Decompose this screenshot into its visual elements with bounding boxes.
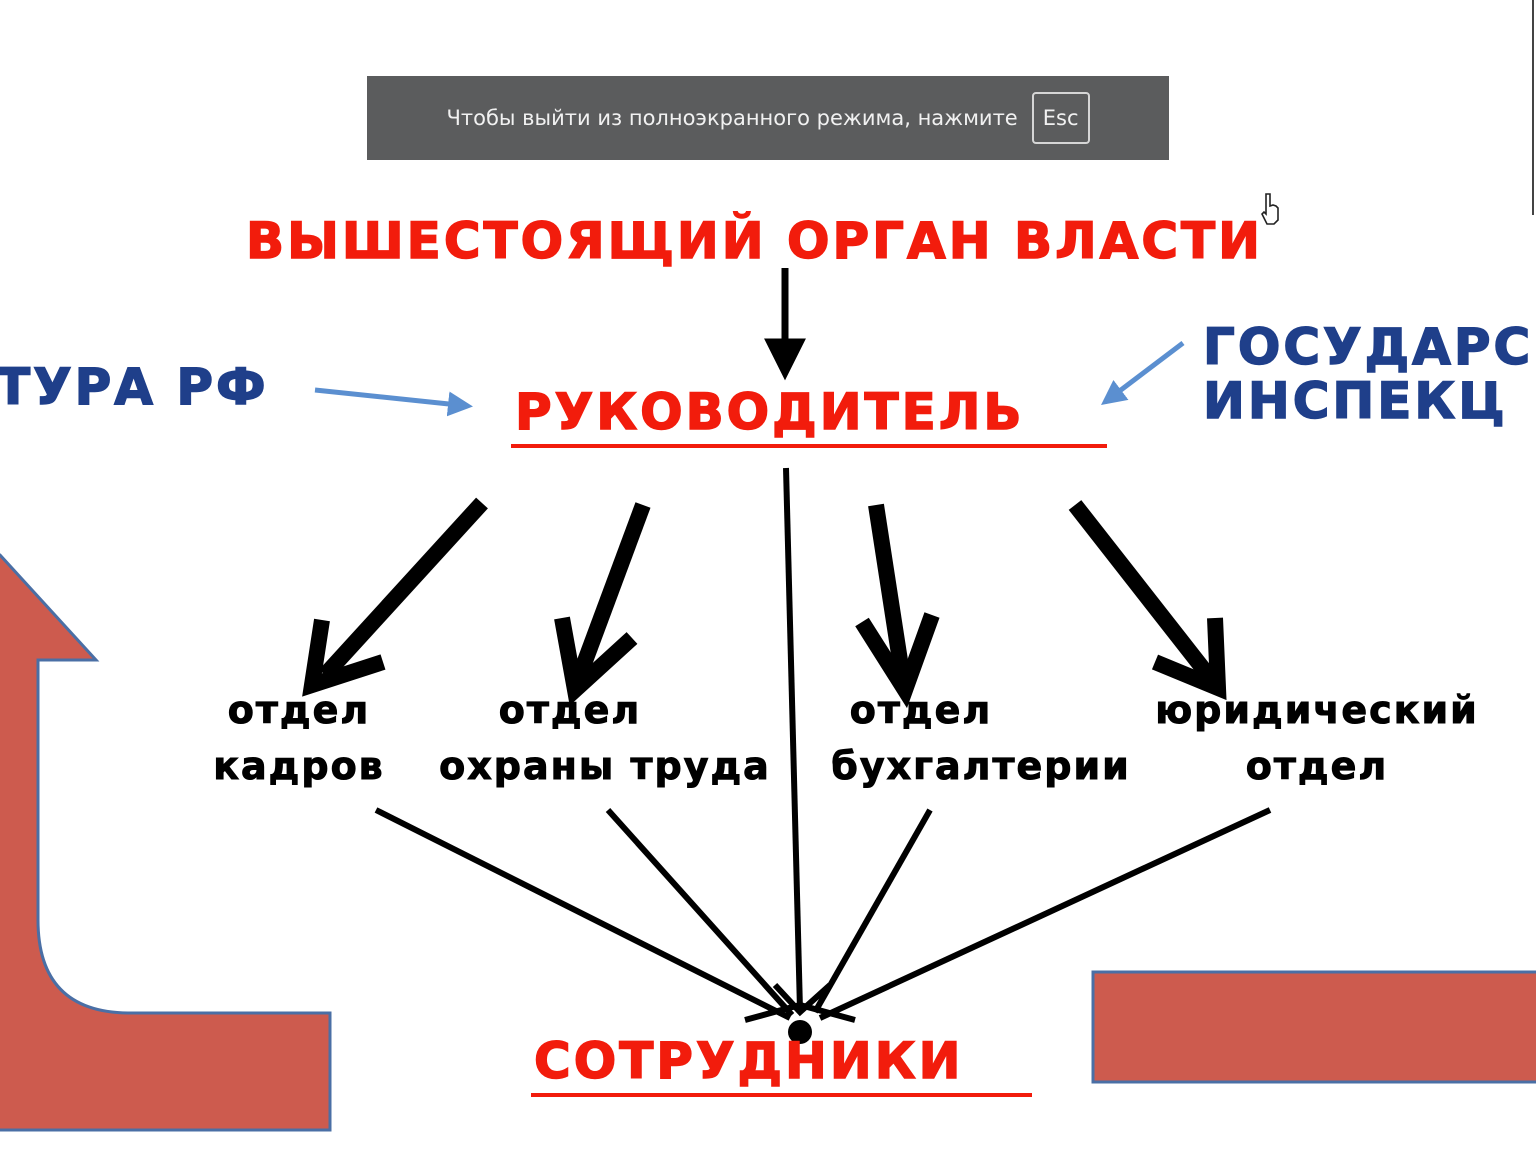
- dept-accounting-line1: отдел: [849, 688, 993, 733]
- employees-label: СОТРУДНИКИ: [533, 1031, 964, 1091]
- dept-accounting: отдел бухгалтерии: [822, 682, 1140, 794]
- manager-underline: [511, 444, 1107, 448]
- dept-accounting-line2: бухгалтерии: [831, 744, 1131, 789]
- dept-legal: юридический отдел: [1142, 682, 1492, 794]
- dept-hr: отдел кадров: [208, 682, 390, 794]
- big-right-arrow-shape: [1091, 970, 1536, 1084]
- fullscreen-notice-text: Чтобы выйти из полноэкранного режима, на…: [446, 106, 1018, 130]
- left-side-label: ТУРА РФ: [0, 358, 269, 416]
- dept-safety-line2: охраны труда: [439, 744, 771, 789]
- arrow-to-dept-hr: [319, 497, 488, 681]
- arrow-to-dept-safety: [570, 502, 651, 683]
- arrowheads-cluster-2: [772, 982, 833, 1017]
- arrow-to-dept-accounting: [868, 503, 911, 682]
- line-accounting-to-employees: [812, 808, 933, 1014]
- line-hr-to-employees: [374, 807, 792, 1021]
- dept-legal-line1: юридический: [1155, 688, 1479, 733]
- line-safety-to-employees: [605, 807, 795, 1018]
- dept-safety-line1: отдел: [498, 688, 642, 733]
- manager-label: РУКОВОДИТЕЛЬ: [514, 382, 1025, 442]
- fullscreen-exit-notice: Чтобы выйти из полноэкранного режима, на…: [367, 76, 1169, 160]
- arrowhead-dept-legal: [1151, 617, 1227, 701]
- line-legal-to-employees: [818, 807, 1272, 1021]
- top-authority-label: ВЫШЕСТОЯЩИЙ ОРГАН ВЛАСТИ: [245, 211, 1263, 271]
- arrow-right-to-manager: [1101, 341, 1185, 406]
- hand-pointer-icon: [1261, 193, 1279, 225]
- manager-to-departments-arrows: [302, 497, 1227, 709]
- dept-legal-line2: отдел: [1245, 744, 1389, 789]
- arrowheads-cluster: [744, 1001, 856, 1023]
- big-up-arrow-shape: [0, 553, 332, 1132]
- arrowhead-dept-hr: [302, 618, 386, 697]
- dept-safety: отдел охраны труда: [430, 682, 780, 794]
- arrowhead-dept-safety: [554, 616, 638, 706]
- arrow-left-to-manager: [314, 387, 473, 417]
- right-side-label: ГОСУДАРС ИНСПЕКЦ: [1202, 318, 1534, 430]
- esc-key-badge[interactable]: Esc: [1031, 92, 1090, 144]
- right-side-label-line1: ГОСУДАРС: [1202, 318, 1534, 376]
- right-side-label-line2: ИНСПЕКЦ: [1202, 372, 1508, 430]
- arrow-to-dept-legal: [1068, 500, 1219, 685]
- to-employees-lines: [374, 467, 1272, 1023]
- line-manager-to-employees: [783, 467, 803, 1011]
- employees-underline: [531, 1093, 1032, 1097]
- dept-hr-line2: кадров: [213, 744, 385, 789]
- arrowhead-dept-accounting: [855, 612, 940, 709]
- dept-hr-line1: отдел: [227, 688, 371, 733]
- convergence-point: [788, 1020, 812, 1044]
